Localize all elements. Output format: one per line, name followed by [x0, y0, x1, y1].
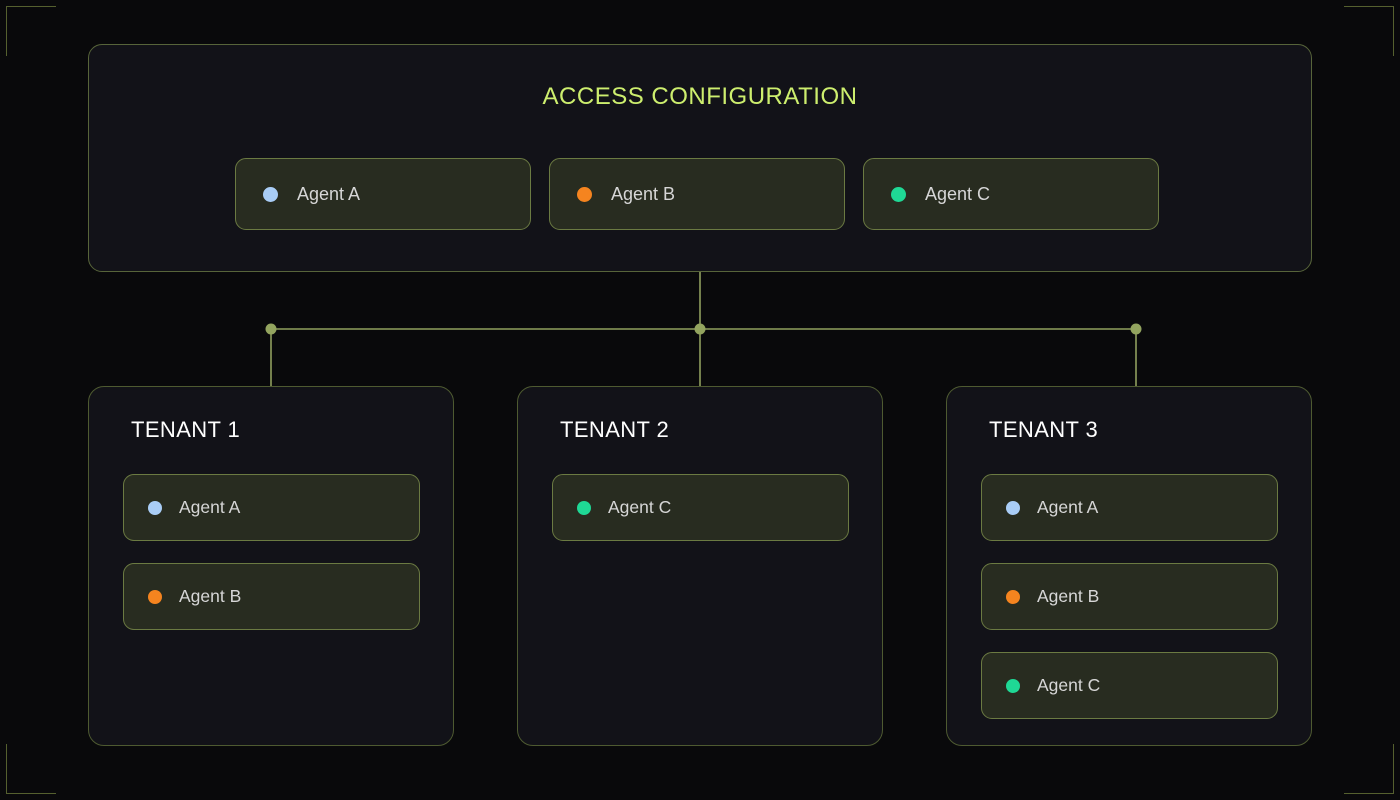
tenant-panel-1[interactable]: TENANT 1 Agent A Agent B: [88, 386, 454, 746]
tenant-3-agent-chip-c[interactable]: Agent C: [981, 652, 1278, 719]
agent-b-dot-icon: [577, 186, 592, 202]
tenant-3-agent-chip-b[interactable]: Agent B: [981, 563, 1278, 630]
tenant-3-agent-chip-a[interactable]: Agent A: [981, 474, 1278, 541]
agent-c-dot-icon: [891, 186, 906, 202]
connector-node-tenant-2: [694, 323, 706, 335]
tenant-panel-2[interactable]: TENANT 2 Agent C: [517, 386, 883, 746]
tenant-2-agent-chip-c[interactable]: Agent C: [552, 474, 849, 541]
tenant-panel-3[interactable]: TENANT 3 Agent A Agent B Agent C: [946, 386, 1312, 746]
tenant-1-agent-label-a: Agent A: [179, 497, 241, 517]
tenant-title-3: TENANT 3: [989, 417, 1099, 442]
agent-c-dot-icon: [1006, 678, 1020, 693]
tenant-3-agent-label-a: Agent A: [1037, 497, 1099, 517]
header-agent-label-a: Agent A: [297, 183, 361, 204]
tenant-3-agent-list: Agent A Agent B Agent C: [981, 474, 1278, 719]
agent-a-dot-icon: [148, 500, 162, 515]
agent-a-dot-icon: [263, 186, 278, 202]
agent-c-dot-icon: [577, 500, 591, 515]
tenant-title-1: TENANT 1: [131, 417, 241, 442]
header-agent-label-c: Agent C: [925, 183, 991, 204]
connector-node-tenant-1: [265, 323, 277, 335]
access-configuration-panel: ACCESS CONFIGURATION Agent A Agent B Age…: [88, 44, 1312, 272]
agent-b-dot-icon: [1006, 589, 1020, 604]
agent-b-dot-icon: [148, 589, 162, 604]
agent-a-dot-icon: [1006, 500, 1020, 515]
header-agent-label-b: Agent B: [611, 183, 676, 204]
header-agent-chip-b[interactable]: Agent B: [549, 158, 845, 230]
tenant-3-agent-label-b: Agent B: [1037, 586, 1100, 606]
header-agent-chip-a[interactable]: Agent A: [235, 158, 531, 230]
tenant-2-agent-label-c: Agent C: [608, 497, 672, 517]
header-agent-chip-c[interactable]: Agent C: [863, 158, 1159, 230]
tenant-1-agent-chip-a[interactable]: Agent A: [123, 474, 420, 541]
tenant-title-2: TENANT 2: [560, 417, 670, 442]
tenant-2-agent-list: Agent C: [552, 474, 849, 541]
tenant-1-agent-chip-b[interactable]: Agent B: [123, 563, 420, 630]
header-agent-list: Agent A Agent B Agent C: [235, 158, 1159, 230]
tenant-1-agent-list: Agent A Agent B: [123, 474, 420, 630]
page-title: ACCESS CONFIGURATION: [542, 83, 858, 110]
tenant-panel-row: TENANT 1 Agent A Agent B TENANT 2 Agent …: [88, 386, 1312, 746]
tenant-1-agent-label-b: Agent B: [179, 586, 242, 606]
connector-node-tenant-3: [1130, 323, 1142, 335]
tenant-3-agent-label-c: Agent C: [1037, 675, 1101, 695]
